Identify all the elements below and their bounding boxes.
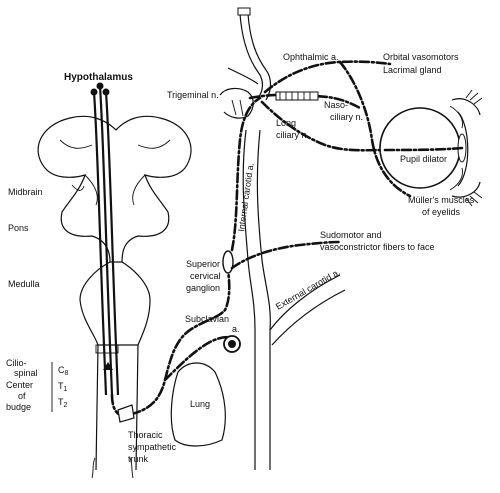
tectum-mark — [71, 184, 85, 191]
central-tract — [90, 82, 120, 396]
center-label-2: of — [18, 391, 26, 401]
medulla-label: Medulla — [8, 279, 40, 289]
superior-cervical-ganglion — [222, 250, 234, 274]
ophthalmic-artery-wall-1 — [239, 13, 264, 99]
lung-outline — [170, 362, 226, 447]
external-carotid-upper-wall — [269, 274, 341, 331]
ophthalmic-artery — [227, 7, 272, 101]
orbital-vasomotors-label: Orbital vasomotors — [383, 52, 459, 62]
sudomotor-label-2: vasoconstrictor fibers to face — [320, 242, 435, 252]
internal-carotid-label: Internal carotid a. — [236, 162, 256, 232]
sudomotor-fibers — [230, 240, 342, 270]
external-carotid-lower-wall — [271, 289, 346, 346]
ciliospinal-center-band — [95, 344, 119, 354]
midbrain-fold-2 — [137, 139, 171, 149]
cord-cut-right — [129, 457, 134, 479]
subclavian-artery-lumen — [228, 340, 236, 348]
spinal-cord-right — [135, 344, 139, 471]
postganglionic-carotid-plexus — [230, 96, 262, 252]
center-label-1: Center — [6, 380, 33, 390]
artery-cut-end — [237, 7, 251, 16]
muller-fibers — [338, 60, 412, 198]
subclavian-label-1: Subclavian — [185, 314, 229, 324]
upper-eyelid — [451, 98, 481, 116]
pupil-dilator-label: Pupil dilator — [400, 154, 447, 164]
muller-upper — [449, 105, 463, 129]
long-ciliary-nerve — [260, 100, 387, 152]
spinal-cord-left — [95, 344, 99, 471]
t1-label: T1 — [58, 381, 68, 393]
upper-lashes — [465, 89, 483, 105]
ciliospinal-label-2: spinal — [14, 368, 38, 378]
ophthalmic-artery-wall-2 — [247, 13, 272, 101]
lung-label: Lung — [190, 399, 210, 409]
center-label-3: budge — [6, 402, 31, 412]
pupil-dilator-fibers — [383, 146, 464, 152]
subclavian-label-2: a. — [232, 324, 240, 334]
tract-arrowhead — [103, 362, 113, 370]
pons-fold-right — [132, 174, 146, 206]
lower-lashes — [465, 191, 483, 207]
trigeminal-ganglion — [219, 87, 254, 119]
brainstem — [37, 115, 192, 479]
muller-label-1: Müller's muscles — [408, 195, 475, 205]
sudomotor-label-1: Sudomotor and — [320, 230, 382, 240]
ophthalmic-side-branch — [227, 67, 259, 85]
hypothalamic-neuron-1 — [90, 88, 98, 96]
hypothalamus-label: Hypothalamus — [64, 72, 133, 83]
trigeminal-rootlets — [231, 99, 244, 117]
nasociliary-label-1: Naso- — [324, 100, 348, 110]
eye — [379, 89, 483, 207]
thoracic-trunk-label-3: trunk — [128, 454, 149, 464]
long-ciliary-label-1: Long — [276, 118, 296, 128]
midbrain-label: Midbrain — [8, 187, 43, 197]
external-carotid-label: External carotid a. — [274, 267, 342, 312]
lower-eyelid — [451, 181, 481, 198]
thoracic-trunk-label-2: sympathetic — [128, 442, 177, 452]
pons-fold-left — [84, 174, 98, 206]
central-tract-fiber-3 — [104, 91, 120, 396]
ophthalmic-label: Ophthalmic a. — [283, 52, 339, 62]
ciliospinal-label-1: Cilio- — [6, 358, 27, 368]
c8-label: C8 — [58, 365, 69, 377]
hypothalamic-neuron-2 — [96, 82, 104, 90]
superior-cervical-label-2: cervical — [190, 271, 221, 281]
muller-lower — [449, 167, 463, 191]
hypothalamic-neuron-3 — [102, 88, 110, 96]
central-tract-fiber-1 — [92, 91, 108, 396]
superior-cervical-label-1: Superior — [186, 259, 220, 269]
midbrain-outline — [37, 115, 192, 263]
lacrimal-gland-label: Lacrimal gland — [383, 65, 442, 75]
central-tract-fiber-2 — [98, 85, 114, 396]
superior-cervical-label-3: ganglion — [186, 283, 220, 293]
nasociliary-bundle — [275, 91, 319, 101]
cord-cut-left — [91, 457, 96, 479]
pons-label: Pons — [8, 223, 29, 233]
bundle-hatching — [279, 92, 311, 100]
internal-carotid-right-wall — [256, 129, 271, 470]
thoracic-trunk-ganglion — [117, 404, 135, 423]
orbital-vasomotor-fibers — [263, 60, 392, 94]
midbrain-fold-1 — [59, 139, 93, 149]
t2-label: T2 — [58, 397, 68, 409]
nasociliary-label-2: ciliary n. — [330, 112, 363, 122]
long-ciliary-label-2: ciliary n. — [276, 130, 309, 140]
trigeminal-label: Trigeminal n. — [167, 90, 219, 100]
thoracic-trunk-label-1: Thoracic — [128, 430, 163, 440]
muller-label-2: of eyelids — [422, 207, 461, 217]
